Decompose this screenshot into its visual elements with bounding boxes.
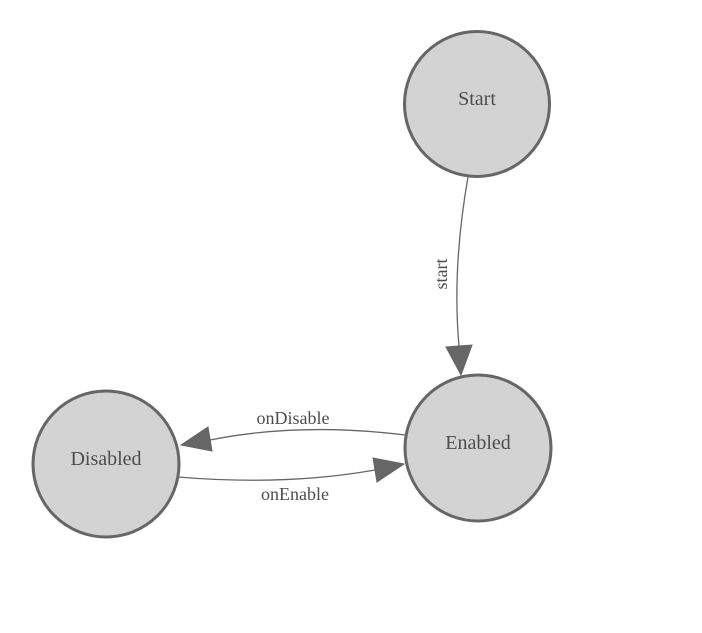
- edge-disabled-to-enabled: onEnable: [177, 457, 406, 504]
- edge-label-onenable: onEnable: [261, 484, 329, 504]
- disabled-node-circle[interactable]: [31, 389, 181, 539]
- edge-onenable-line: [177, 469, 376, 481]
- start-node-label: Start: [458, 88, 496, 110]
- disabled-node-label: Disabled: [70, 448, 141, 470]
- arrowhead-into-enabled-top: [445, 344, 473, 377]
- enabled-node-label: Enabled: [445, 432, 511, 454]
- edge-start-to-enabled: start: [431, 176, 473, 377]
- edge-label-start: start: [431, 259, 451, 290]
- state-node-enabled[interactable]: Enabled: [403, 373, 553, 523]
- start-node-circle[interactable]: [403, 30, 551, 178]
- state-node-start[interactable]: Start: [403, 30, 551, 178]
- edge-enabled-to-disabled: onDisable: [179, 408, 406, 452]
- state-node-disabled[interactable]: Disabled: [31, 389, 181, 539]
- edge-start-line: [456, 176, 469, 347]
- arrowhead-into-disabled: [179, 426, 213, 452]
- edge-ondisable-line: [209, 428, 406, 441]
- enabled-node-circle[interactable]: [403, 373, 553, 523]
- arrowhead-into-enabled-left: [372, 457, 406, 483]
- edge-label-ondisable: onDisable: [257, 408, 330, 428]
